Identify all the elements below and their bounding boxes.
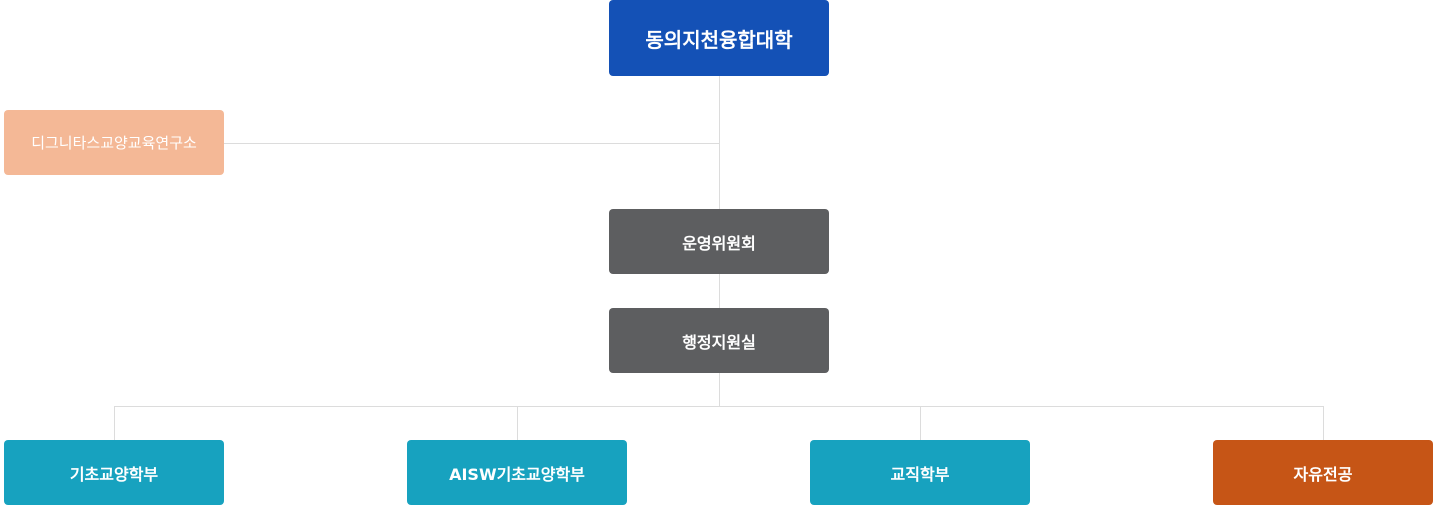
- committee-box[interactable]: 운영위원회: [609, 209, 829, 274]
- connector-division-4: [1323, 406, 1324, 440]
- division-box-teacher-education[interactable]: 교직학부: [810, 440, 1030, 505]
- admin-office-box[interactable]: 행정지원실: [609, 308, 829, 373]
- connector-division-1: [114, 406, 115, 440]
- institute-box[interactable]: 디그니타스교양교육연구소: [4, 110, 224, 175]
- root-unit-box[interactable]: 동의지천융합대학: [609, 0, 829, 76]
- division-box-free-major[interactable]: 자유전공: [1213, 440, 1433, 505]
- division-box-aisw-liberal-arts[interactable]: AISW기초교양학부: [407, 440, 627, 505]
- connector-divisions-horizontal: [114, 406, 1324, 407]
- connector-institute-horizontal: [224, 143, 719, 144]
- connector-division-3: [920, 406, 921, 440]
- division-box-basic-liberal-arts[interactable]: 기초교양학부: [4, 440, 224, 505]
- connector-division-2: [517, 406, 518, 440]
